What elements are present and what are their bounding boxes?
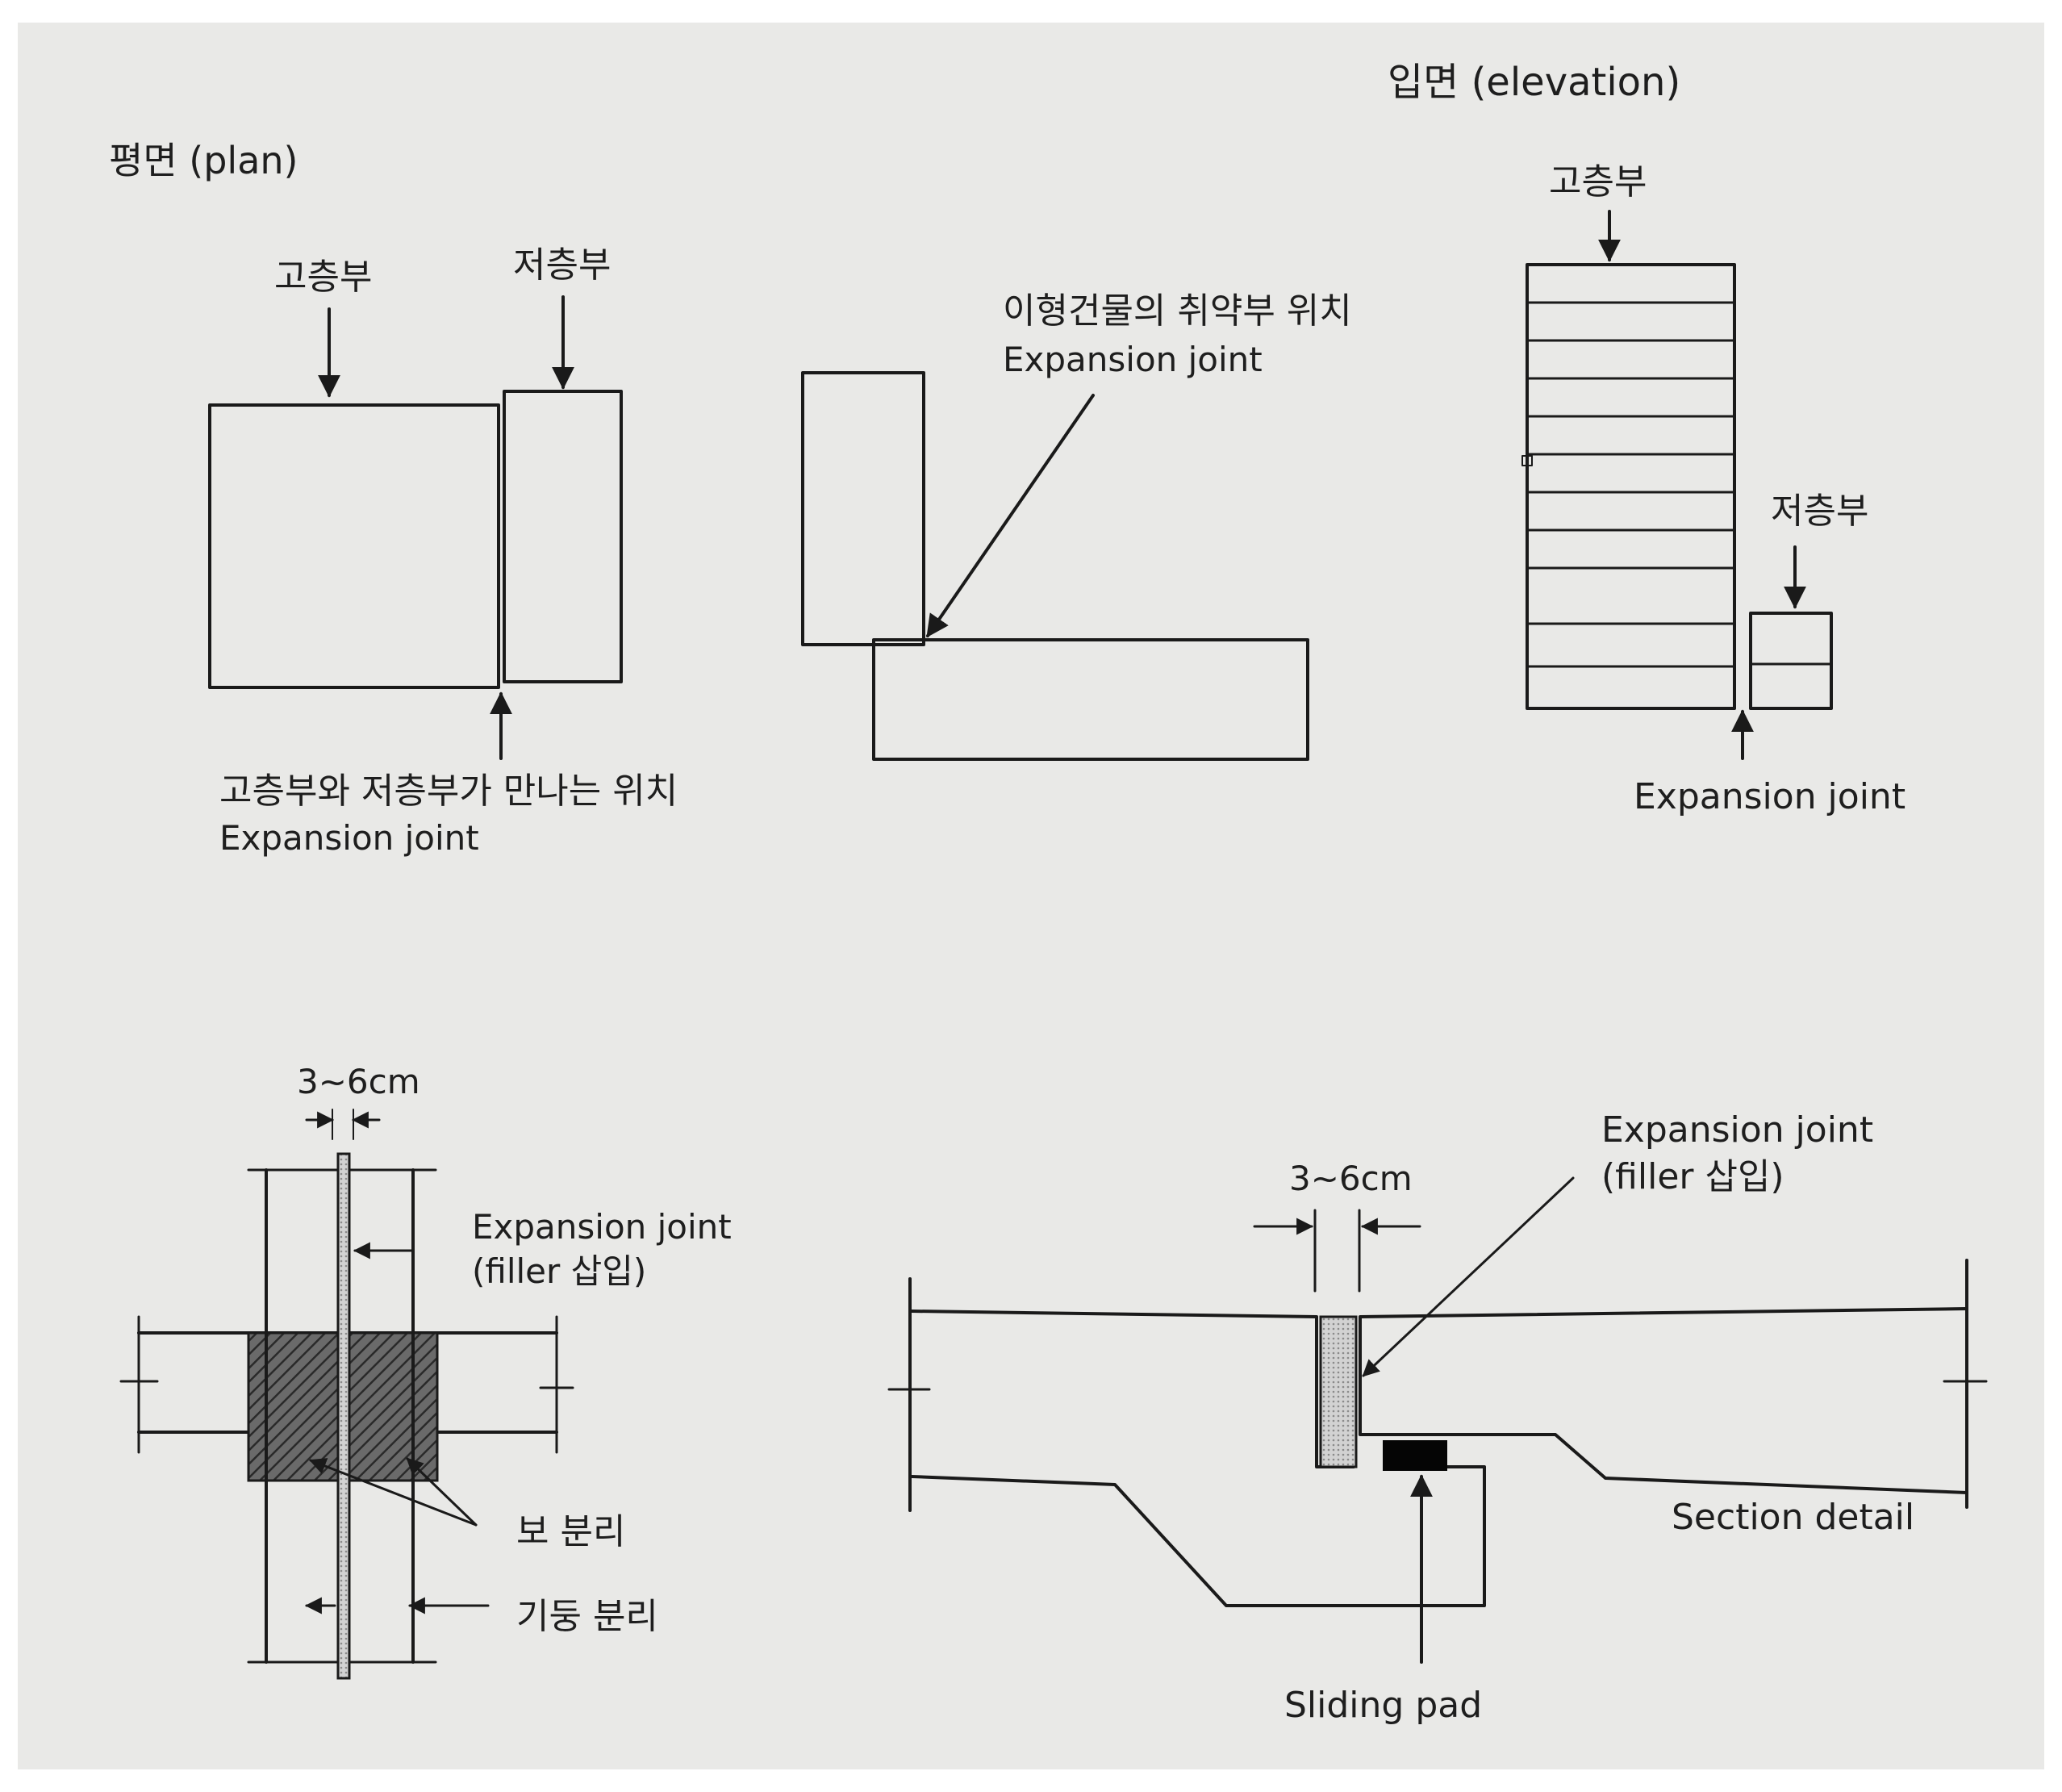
column-core-right-hatch	[345, 1331, 439, 1482]
elevation-high-rise-tower	[1521, 263, 1736, 710]
beam-separation-label: 보 분리	[516, 1511, 625, 1552]
plan-view: 평면 (plan) 고층부 저층부 고층부와 저층부가 만나는 위치 Expan…	[109, 139, 1352, 858]
elevation-joint-label: Expansion joint	[1634, 776, 1905, 817]
section-gap-label: 3~6cm	[1289, 1159, 1413, 1198]
section-joint-arrow	[1362, 1176, 1575, 1377]
plan-high-rise-block	[208, 403, 500, 689]
plan-l-shape-wing-horizontal	[872, 638, 1309, 761]
elevation-low-rise-block	[1749, 612, 1833, 710]
plan-weak-point-caption: 이형건물의 취약부 위치	[1003, 290, 1352, 332]
section-joint-label: Expansion joint	[1601, 1109, 1873, 1151]
column-detail: 3~6cm Expansion joint (filler 삽입) 보 분리 기…	[119, 1062, 732, 1680]
column-joint-label: Expansion joint	[472, 1207, 732, 1247]
plan-l-shape-wing-vertical	[801, 371, 925, 646]
plan-high-rise-label: 고층부	[274, 257, 372, 298]
plan-weak-point-arrow	[926, 394, 1095, 638]
section-detail: Expansion joint (filler 삽입) 3~6cm Slidin…	[887, 1109, 1988, 1726]
section-detail-title: Section detail	[1672, 1497, 1914, 1538]
elevation-title: 입면 (elevation)	[1388, 60, 1680, 105]
beam-separation-arrow-1	[309, 1458, 478, 1527]
section-joint-filler	[1319, 1315, 1358, 1468]
section-sliding-pad-label: Sliding pad	[1284, 1685, 1482, 1726]
column-separation-label: 기둥 분리	[516, 1596, 658, 1637]
plan-junction-caption: 고층부와 저층부가 만나는 위치	[219, 771, 678, 812]
plan-low-rise-label: 저층부	[513, 244, 611, 286]
column-gap-label: 3~6cm	[297, 1062, 420, 1101]
column-joint-filler	[336, 1152, 351, 1680]
column-core-left-hatch	[247, 1331, 342, 1482]
plan-low-rise-block	[503, 390, 623, 683]
elevation-view: 입면 (elevation) 고층부 저층부 Expansion joint	[1388, 60, 1905, 817]
section-sliding-pad	[1383, 1440, 1447, 1471]
elevation-high-rise-label: 고층부	[1549, 161, 1647, 203]
elevation-low-rise-label: 저층부	[1771, 491, 1868, 532]
column-filler-label: (filler 삽입)	[472, 1251, 646, 1291]
section-filler-label: (filler 삽입)	[1601, 1156, 1784, 1197]
section-right-slab	[1359, 1307, 1968, 1494]
plan-title: 평면 (plan)	[109, 139, 298, 182]
plan-junction-joint-label: Expansion joint	[219, 818, 479, 858]
beam-separation-arrow-2	[406, 1457, 478, 1527]
plan-weak-point-joint-label: Expansion joint	[1003, 340, 1263, 379]
